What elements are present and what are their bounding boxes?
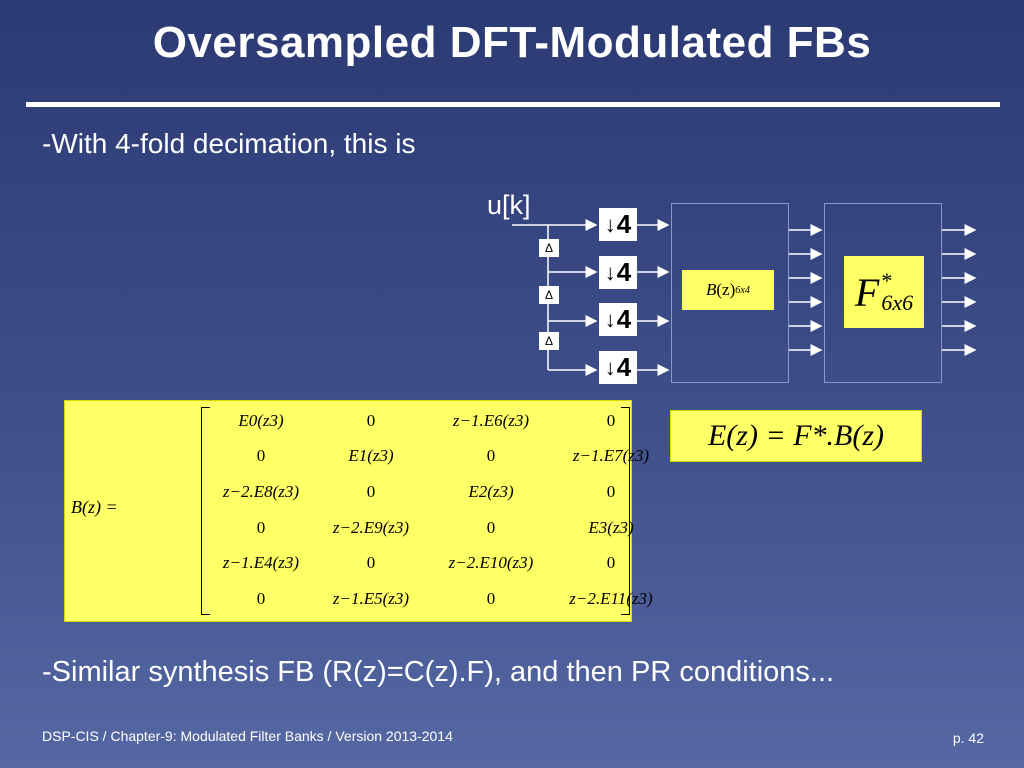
matrix-cell: 0 bbox=[486, 446, 496, 466]
dft-block bbox=[824, 203, 942, 383]
decimator-box: ↓4 bbox=[599, 303, 637, 336]
input-signal-label: u[k] bbox=[487, 190, 531, 220]
analysis-block-label: B(z)6x4 bbox=[682, 270, 774, 310]
decimation-factor: 4 bbox=[616, 304, 632, 334]
title-rule bbox=[26, 102, 1000, 107]
analysis-symbol: B bbox=[706, 280, 717, 299]
matrix-cell: E0(z3) bbox=[238, 410, 284, 430]
decimation-factor: 4 bbox=[616, 209, 632, 239]
matrix-cell: E1(z3) bbox=[348, 446, 394, 466]
dft-scripts: *6x6 bbox=[881, 270, 913, 314]
footer-course: DSP-CIS / Chapter-9: Modulated Filter Ba… bbox=[42, 728, 453, 744]
matrix-cell: E2(z3) bbox=[468, 481, 514, 501]
bullet-decimation: -With 4-fold decimation, this is bbox=[42, 128, 416, 159]
matrix-cell: z−1.E5(z3) bbox=[332, 588, 410, 608]
page-number: p. 42 bbox=[952, 730, 984, 746]
matrix-cell: 0 bbox=[256, 588, 266, 608]
matrix-bracket-right bbox=[621, 407, 630, 615]
matrix-bracket-left bbox=[201, 407, 210, 615]
decimator-box: ↓4 bbox=[599, 256, 637, 289]
matrix-cell: 0 bbox=[486, 588, 496, 608]
matrix-cell: 0 bbox=[606, 481, 616, 501]
analysis-arg: (z) bbox=[716, 280, 736, 299]
matrix-cell: 0 bbox=[606, 553, 616, 573]
matrix-cell: z−1.E4(z3) bbox=[222, 553, 300, 573]
matrix-lhs: B(z) = bbox=[71, 497, 118, 517]
delay-box: Δ bbox=[539, 239, 559, 257]
delay-box: Δ bbox=[539, 332, 559, 350]
decimation-factor: 4 bbox=[616, 257, 632, 287]
matrix-cell: E3(z3) bbox=[588, 517, 634, 537]
decimator-box: ↓4 bbox=[599, 208, 637, 241]
analysis-block bbox=[671, 203, 789, 383]
matrix-cell: z−1.E7(z3) bbox=[572, 446, 650, 466]
matrix-cell: 0 bbox=[366, 481, 376, 501]
slide-title: Oversampled DFT-Modulated FBs bbox=[152, 18, 872, 67]
matrix-cell: z−2.E10(z3) bbox=[448, 553, 534, 573]
matrix-cell: z−1.E6(z3) bbox=[452, 410, 530, 430]
matrix-cell: z−2.E9(z3) bbox=[332, 517, 410, 537]
equation-text: E(z) = F*.B(z) bbox=[707, 419, 885, 452]
matrix-cell: 0 bbox=[606, 410, 616, 430]
down-arrow-icon: ↓ bbox=[604, 306, 616, 332]
down-arrow-icon: ↓ bbox=[604, 354, 616, 380]
down-arrow-icon: ↓ bbox=[604, 259, 616, 285]
equation-panel: E(z) = F*.B(z) bbox=[670, 410, 922, 462]
decimator-box: ↓4 bbox=[599, 351, 637, 384]
matrix-cell: z−2.E11(z3) bbox=[569, 588, 653, 608]
matrix-cell: 0 bbox=[366, 553, 376, 573]
dft-subscript: 6x6 bbox=[881, 290, 914, 315]
analysis-subscript: 6x4 bbox=[735, 284, 750, 296]
matrix-cell: z−2.E8(z3) bbox=[222, 481, 300, 501]
matrix-cell: 0 bbox=[256, 446, 266, 466]
dft-block-label: F*6x6 bbox=[844, 256, 924, 328]
matrix-cell: 0 bbox=[256, 517, 266, 537]
matrix-cell: 0 bbox=[366, 410, 376, 430]
matrix-cell: 0 bbox=[486, 517, 496, 537]
dft-superscript: * bbox=[881, 268, 893, 293]
down-arrow-icon: ↓ bbox=[604, 211, 616, 237]
delay-box: Δ bbox=[539, 286, 559, 304]
bullet-synthesis: -Similar synthesis FB (R(z)=C(z).F), and… bbox=[42, 656, 835, 688]
dft-symbol: F bbox=[854, 269, 880, 315]
decimation-factor: 4 bbox=[616, 352, 632, 382]
